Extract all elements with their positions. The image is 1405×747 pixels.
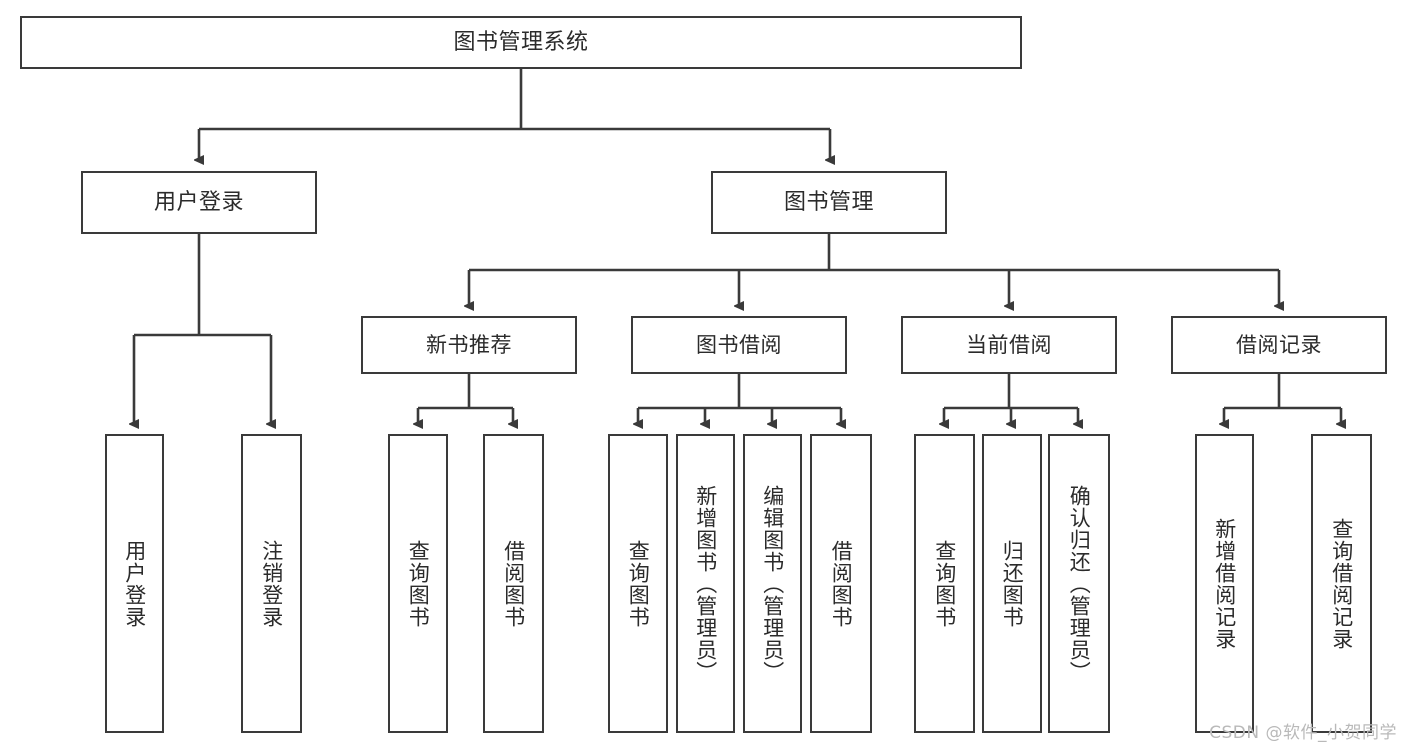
node-label: 用户登录: [153, 189, 244, 215]
node-label: 借阅图书: [829, 539, 854, 628]
node-borrow-record[interactable]: 借阅记录: [1171, 316, 1387, 374]
node-label: 借阅记录: [1236, 332, 1322, 357]
node-label: 归还图书: [1000, 539, 1025, 628]
node-user-login[interactable]: 用户登录: [81, 171, 317, 234]
node-new-book-recommend[interactable]: 新书推荐: [361, 316, 577, 374]
node-label: 图书借阅: [696, 332, 782, 357]
node-label: 新书推荐: [426, 332, 512, 357]
node-label: 图书管理系统: [453, 29, 589, 55]
leaf-borrow-record-add-record[interactable]: 新增借阅记录: [1195, 434, 1254, 733]
node-book-management[interactable]: 图书管理: [711, 171, 947, 234]
node-label: 新增图书（管理员）: [693, 484, 718, 683]
node-label: 查询图书: [932, 539, 957, 628]
node-label: 图书管理: [783, 189, 874, 215]
leaf-book-borrow-edit-book[interactable]: 编辑图书（管理员）: [743, 434, 802, 733]
node-label: 查询图书: [406, 539, 431, 628]
leaf-current-borrow-confirm-return[interactable]: 确认归还（管理员）: [1048, 434, 1110, 733]
node-label: 用户登录: [122, 539, 147, 628]
leaf-book-borrow-borrow-book[interactable]: 借阅图书: [810, 434, 872, 733]
node-system-root[interactable]: 图书管理系统: [20, 16, 1022, 69]
node-label: 确认归还（管理员）: [1067, 484, 1092, 683]
leaf-new-book-borrow-book[interactable]: 借阅图书: [483, 434, 544, 733]
node-label: 查询图书: [626, 539, 651, 628]
csdn-watermark: CSDN @软件_小贺同学: [1209, 723, 1397, 743]
node-current-borrow[interactable]: 当前借阅: [901, 316, 1117, 374]
node-label: 新增借阅记录: [1212, 517, 1237, 650]
node-label: 注销登录: [259, 539, 284, 628]
node-label: 编辑图书（管理员）: [760, 484, 785, 683]
leaf-current-borrow-return-book[interactable]: 归还图书: [982, 434, 1042, 733]
node-label: 借阅图书: [501, 539, 526, 628]
leaf-borrow-record-query-record[interactable]: 查询借阅记录: [1311, 434, 1372, 733]
leaf-new-book-query-book[interactable]: 查询图书: [388, 434, 448, 733]
leaf-user-login-login[interactable]: 用户登录: [105, 434, 164, 733]
leaf-user-login-logout[interactable]: 注销登录: [241, 434, 302, 733]
leaf-book-borrow-add-book[interactable]: 新增图书（管理员）: [676, 434, 735, 733]
node-label: 查询借阅记录: [1329, 517, 1354, 650]
node-book-borrow[interactable]: 图书借阅: [631, 316, 847, 374]
leaf-book-borrow-query-book[interactable]: 查询图书: [608, 434, 668, 733]
node-label: 当前借阅: [966, 332, 1052, 357]
leaf-current-borrow-query-book[interactable]: 查询图书: [914, 434, 975, 733]
